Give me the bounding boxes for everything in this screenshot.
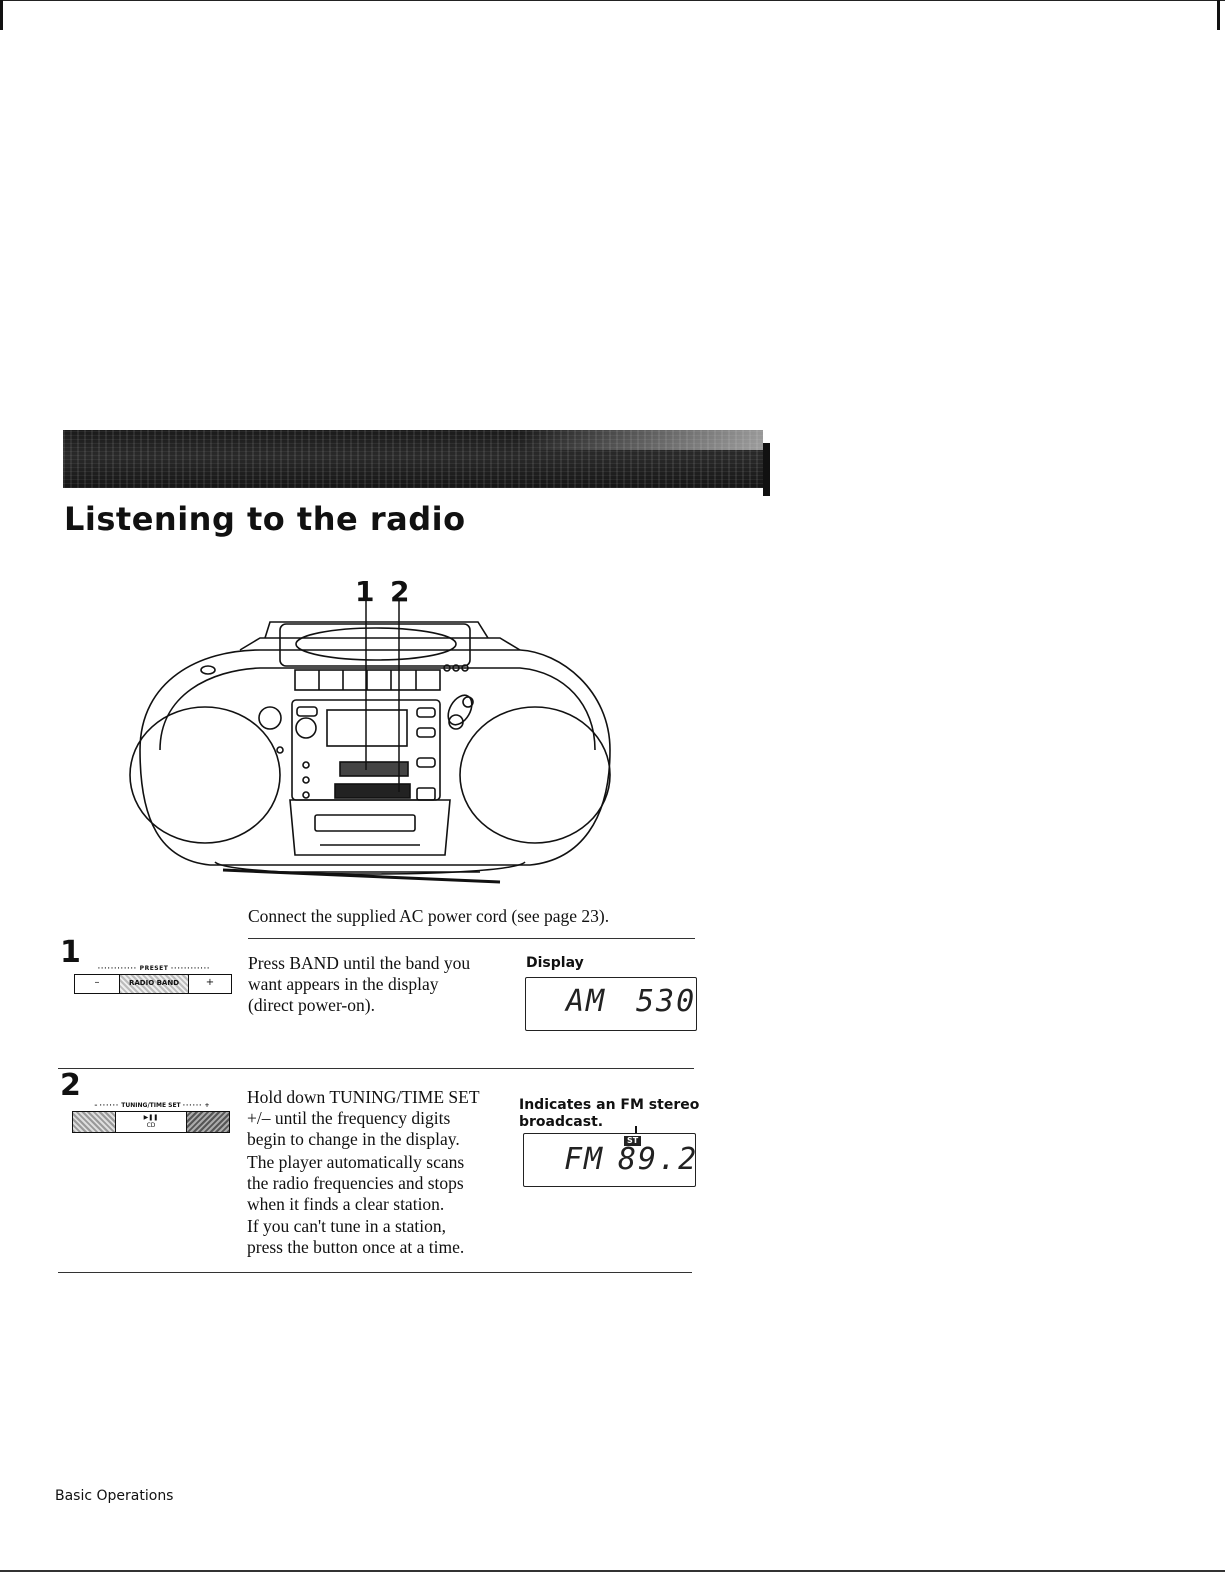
display-caption-2: Indicates an FM stereo broadcast. [519,1097,700,1130]
header-band-fade [520,430,763,450]
tuning-minus-button[interactable] [73,1112,116,1132]
play-pause-icon: ▶❚❚ [143,1114,159,1121]
step-2-text: Hold down TUNING/TIME SET +/– until the … [247,1087,480,1149]
preset-plus-button[interactable]: + [205,977,215,988]
step-2-text-scan: The player automatically scans the radio… [247,1152,465,1214]
preset-minus-button[interactable]: – [75,975,120,993]
page-edge-top [0,0,1225,1]
intro-text: Connect the supplied AC power cord (see … [248,906,610,926]
display-fm: ST FM 89.2 [523,1133,696,1187]
rule-step-1 [58,1068,694,1069]
step-2-number: 2 [60,1068,81,1103]
display-am-freq: 530 [636,984,697,1019]
step-1-number: 1 [60,935,81,970]
tuning-plus-button[interactable] [187,1112,229,1132]
display-caption-1: Display [526,955,584,971]
play-pause-cd-button[interactable]: ▶❚❚ CD [116,1112,187,1132]
page-edge-bottom [0,1570,1225,1572]
callout-2: 2 [390,575,410,608]
display-fm-band: FM [564,1142,605,1177]
stereo-indicator-leader [635,1126,637,1138]
step-2-text-manual: If you can't tune in a station, press th… [247,1216,465,1257]
footer-section-label: Basic Operations [55,1488,174,1504]
tuning-time-set-label: TUNING/TIME SET [121,1102,181,1109]
callout-1: 1 [355,575,375,608]
page-edge-left-mark [0,0,3,30]
radio-band-button[interactable]: RADIO BAND [120,975,189,993]
rule-intro [248,938,695,939]
preset-label: PRESET [139,965,169,972]
header-band-tab [763,443,770,496]
display-fm-freq: 89.2 [618,1142,699,1177]
step-1-text: Press BAND until the band you want appea… [248,953,471,1015]
boombox-illustration [129,600,611,884]
rule-step-2 [58,1272,692,1273]
stereo-badge: ST [624,1136,642,1146]
page-title: Listening to the radio [64,500,466,538]
display-am-band: AM [566,984,607,1019]
step-2-control: – ······ TUNING/TIME SET ······ + ▶❚❚ CD [72,1102,232,1133]
step-1-control: ············ PRESET ············ – RADIO… [74,965,234,994]
page-edge-right-mark [1217,0,1220,30]
display-am: AM 530 [525,977,697,1031]
